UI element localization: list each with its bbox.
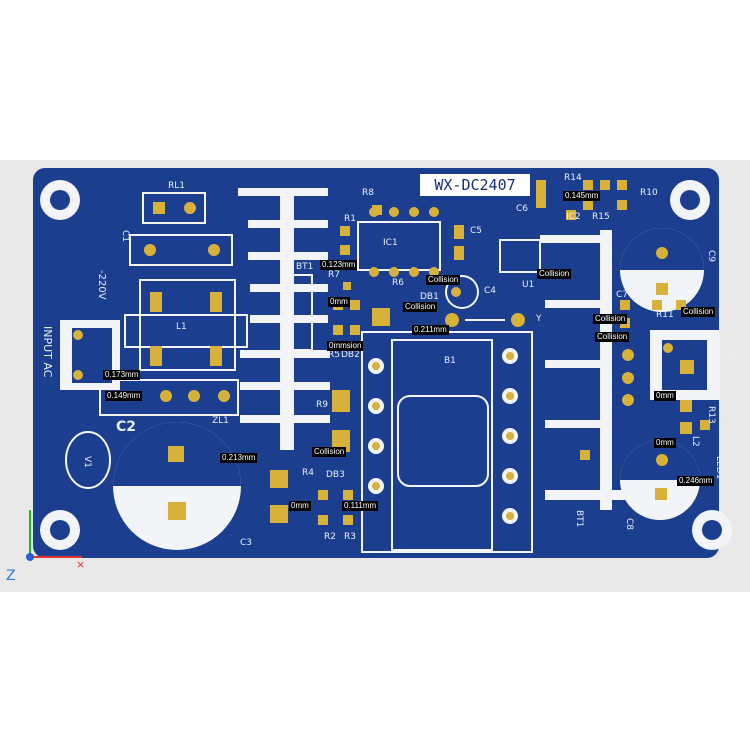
label-r15: R15 bbox=[592, 212, 610, 222]
drc-marker[interactable]: 0mm bbox=[328, 297, 350, 307]
axis-gizmo: × bbox=[26, 510, 85, 571]
inductor-l1 bbox=[124, 279, 248, 371]
drc-marker[interactable]: 0mm bbox=[289, 501, 311, 511]
label-c5: C5 bbox=[470, 226, 483, 236]
drc-marker[interactable]: 0.213mm bbox=[220, 453, 258, 463]
drc-marker[interactable]: Collision bbox=[537, 269, 572, 279]
axis-z-label: Z bbox=[6, 568, 16, 584]
label-r12: R12 bbox=[720, 282, 730, 300]
label-r3: R3 bbox=[344, 532, 356, 542]
component-bt1-left bbox=[291, 274, 313, 351]
label-db2: DB2 bbox=[341, 350, 360, 360]
drc-marker[interactable]: 0mm bbox=[654, 438, 676, 448]
mounting-hole-bl bbox=[40, 510, 80, 550]
capacitor-c4 bbox=[445, 275, 479, 309]
label-r2: R2 bbox=[324, 532, 336, 542]
drc-marker[interactable]: 0mm bbox=[654, 391, 676, 401]
label-r9: R9 bbox=[316, 400, 328, 410]
label-c9: C9 bbox=[706, 250, 716, 263]
drc-marker[interactable]: Collision bbox=[593, 314, 628, 324]
pcb-board-render: × bbox=[26, 168, 732, 571]
label-r7: R7 bbox=[328, 270, 340, 280]
label-c6: C6 bbox=[516, 204, 529, 214]
label-c3: C3 bbox=[240, 538, 253, 548]
heatsink-left bbox=[238, 188, 330, 450]
drc-marker[interactable]: 0mmsion bbox=[327, 341, 364, 351]
capacitor-c1 bbox=[129, 234, 233, 266]
drc-marker[interactable]: 0.145mm bbox=[563, 191, 601, 201]
label-y: Y bbox=[536, 314, 542, 324]
through-hole-pads bbox=[622, 349, 634, 406]
ic-ic1 bbox=[357, 207, 441, 277]
label-dc-out: — DC + bbox=[727, 332, 740, 376]
transformer-b1-pads bbox=[368, 348, 518, 524]
label-rl1: RL1 bbox=[168, 181, 185, 191]
drc-marker[interactable]: 0.149mm bbox=[105, 391, 143, 401]
label-r13: R13 bbox=[706, 406, 716, 424]
label-l2: L2 bbox=[690, 436, 700, 447]
label-zl1: ZL1 bbox=[212, 416, 229, 426]
drc-marker[interactable]: 0.111mm bbox=[342, 501, 379, 511]
label-c1: C1 bbox=[120, 230, 130, 243]
regulator-u1 bbox=[499, 239, 541, 273]
label-l1: L1 bbox=[176, 322, 187, 332]
mounting-hole-br bbox=[692, 510, 732, 550]
board-title: WX-DC2407 bbox=[420, 174, 530, 196]
label-c2: C2 bbox=[116, 419, 137, 435]
drc-marker[interactable]: 0.123mm bbox=[320, 260, 358, 270]
label-r8: R8 bbox=[362, 188, 374, 198]
drc-marker[interactable]: Collision bbox=[681, 307, 716, 317]
drc-marker[interactable]: Collision bbox=[595, 332, 630, 342]
mounting-hole-tl bbox=[40, 180, 80, 220]
choke-zl1 bbox=[99, 379, 239, 416]
label-ic2: IC2 bbox=[566, 212, 581, 222]
label-input-ac: INPUT AC bbox=[41, 326, 54, 378]
label-r11: R11 bbox=[656, 310, 674, 320]
drc-marker[interactable]: 0.246mm bbox=[677, 476, 715, 486]
label-r1: R1 bbox=[344, 214, 356, 224]
capacitor-y bbox=[445, 313, 525, 327]
capacitor-c8 bbox=[620, 440, 700, 520]
label-led1: LED1 bbox=[714, 456, 724, 480]
svg-text:×: × bbox=[76, 558, 85, 571]
label-db1: DB1 bbox=[420, 292, 439, 302]
label-r6: R6 bbox=[392, 278, 404, 288]
varistor-v1 bbox=[65, 431, 111, 489]
drc-marker[interactable]: Collision bbox=[403, 302, 438, 312]
drc-marker[interactable]: 0.211mm bbox=[412, 325, 449, 335]
mounting-hole-tr bbox=[670, 180, 710, 220]
label-c8: C8 bbox=[624, 518, 634, 531]
capacitor-c9 bbox=[620, 228, 704, 312]
label-bt1-right: BT1 bbox=[574, 510, 584, 528]
label-v1: V1 bbox=[82, 456, 92, 468]
label-c4: C4 bbox=[484, 286, 497, 296]
label-ac-220: -220V bbox=[96, 270, 107, 300]
fuse-rl1 bbox=[142, 192, 206, 224]
capacitor-c2 bbox=[113, 422, 241, 550]
pcb-3d-viewport[interactable]: × RL1 C1 -220V INPUT AC L1 C2 ZL1 V1 C3 … bbox=[0, 160, 750, 592]
label-r10: R10 bbox=[640, 188, 658, 198]
label-u1: U1 bbox=[522, 280, 535, 290]
drc-marker[interactable]: Collision bbox=[312, 447, 347, 457]
drc-marker[interactable]: Collision bbox=[426, 275, 461, 285]
drc-marker[interactable]: 0.173mm bbox=[103, 370, 141, 380]
label-r5: R5 bbox=[328, 350, 340, 360]
label-c7: C7 bbox=[616, 290, 629, 300]
label-db3: DB3 bbox=[326, 470, 345, 480]
label-bt1-left: BT1 bbox=[296, 262, 314, 272]
heatsink-right bbox=[540, 230, 665, 510]
label-r4: R4 bbox=[302, 468, 314, 478]
label-r14: R14 bbox=[564, 173, 582, 183]
dc-output-connector bbox=[650, 330, 720, 400]
label-b1: B1 bbox=[444, 356, 456, 366]
label-ic1: IC1 bbox=[383, 238, 398, 248]
